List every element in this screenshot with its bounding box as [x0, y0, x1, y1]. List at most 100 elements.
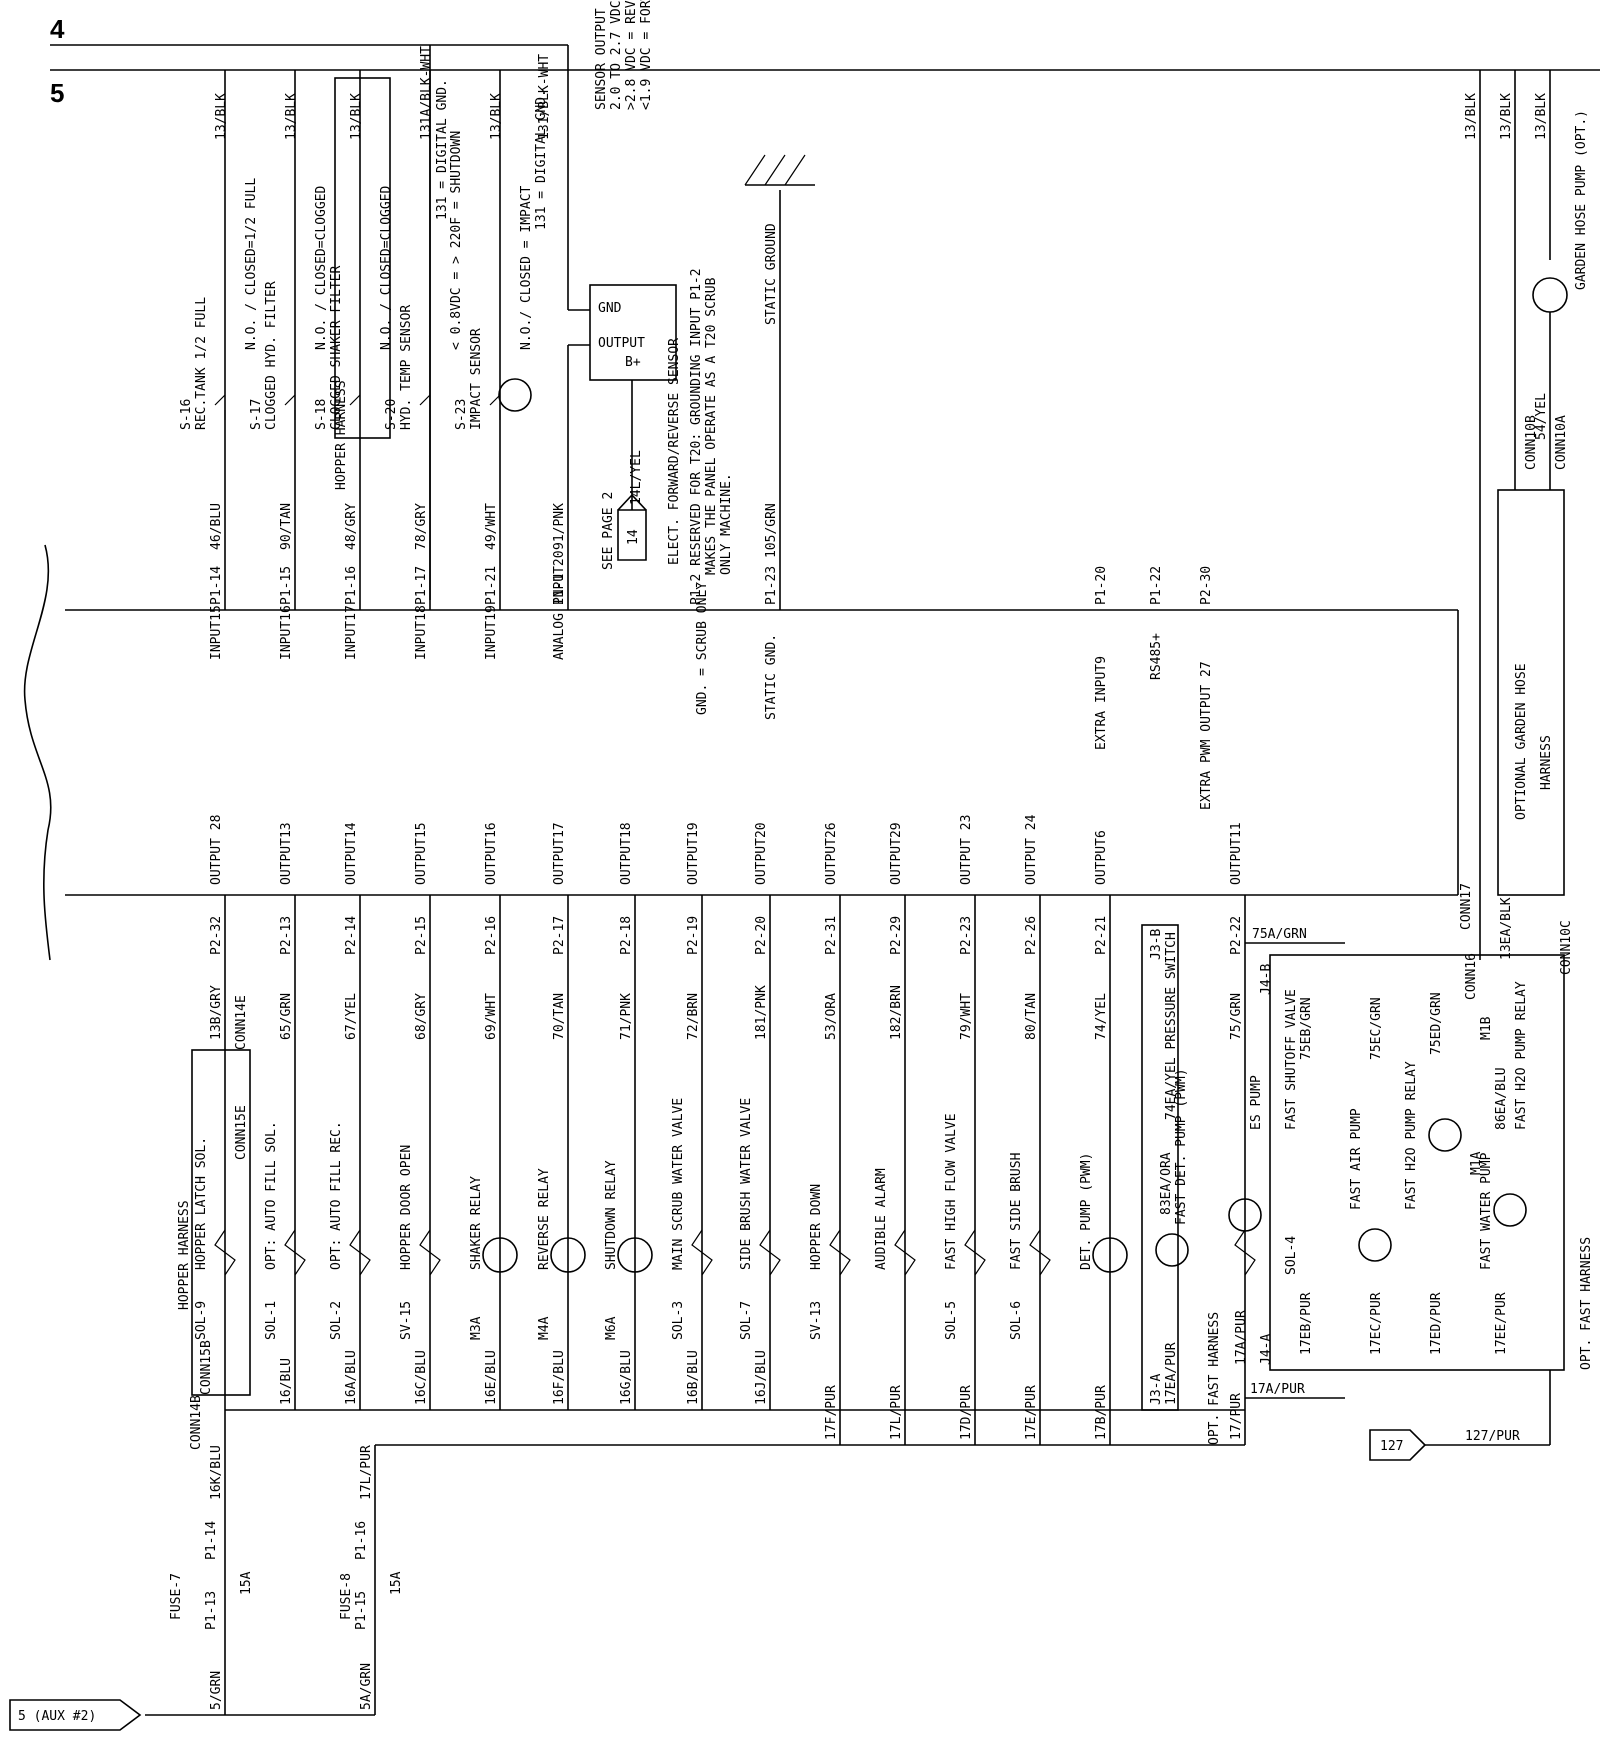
p123-label: P1-23 105/GRN [764, 503, 779, 605]
output-wire-top: 71/PNK [619, 993, 634, 1040]
wire-17ee-label: 17EE/PUR [1494, 1292, 1509, 1355]
hopper-harness-bottom-label: HOPPER HARNESS [177, 1200, 192, 1310]
input-pin: P1-21 [484, 566, 499, 605]
fast-h2o-relay-label: FAST H2O PUMP RELAY [1404, 1061, 1419, 1210]
p12-note-1: P1-2 RESERVED FOR T20: GROUNDING INPUT P… [689, 268, 704, 605]
output-id: OUTPUT 24 [1024, 814, 1039, 885]
wire-75eb-label: 75EB/GRN [1299, 997, 1314, 1060]
input-device: S-23 [454, 399, 469, 430]
switch-symbol [284, 394, 296, 420]
switch-symbol [489, 394, 501, 420]
output-device-name: DET. PUMP (PWM) [1079, 1153, 1094, 1270]
output-wire-top: 80/TAN [1024, 993, 1039, 1040]
extra-input9-label: EXTRA INPUT9 [1094, 656, 1109, 750]
output-device-name: SIDE BRUSH WATER VALVE [739, 1098, 754, 1270]
wire-127-label: 127/PUR [1465, 1429, 1520, 1444]
sensor-output-label: OUTPUT [598, 336, 645, 351]
output-wire-bottom: 16F/BLU [552, 1350, 567, 1405]
input-id: ANALOG INPUT20 [552, 550, 567, 660]
wire-5grn-label: 5/GRN [209, 1671, 224, 1710]
p230-label: P2-30 [1199, 566, 1214, 605]
conn14b-label: CONN14B [189, 1395, 204, 1450]
input-id: INPUT18 [414, 605, 429, 660]
output-pin: P2-22 [1229, 916, 1244, 955]
solenoid-icon [1234, 1229, 1256, 1276]
p122-label: P1-22 [1149, 566, 1164, 605]
output-wire-top: 68/GRY [414, 993, 429, 1040]
solenoid-icon [349, 1229, 371, 1276]
wire-17ec-label: 17EC/PUR [1369, 1292, 1384, 1355]
output-wire-bottom: 17/PUR [1229, 1393, 1244, 1440]
solenoid-icon [964, 1229, 986, 1276]
gnd-scrub-only: GND. = SCRUB ONLY [695, 582, 710, 715]
pump-motor-icon [1092, 1237, 1128, 1273]
output-id: OUTPUT 28 [209, 815, 224, 885]
wire-75ed-label: 75ED/GRN [1429, 992, 1444, 1055]
wire-13ea-label: 13EA/BLK [1499, 897, 1514, 960]
input-device-name: HYD. TEMP SENSOR [399, 305, 414, 430]
input-wire-label: 91/PNK [552, 503, 567, 550]
output-wire-top: 53/ORA [824, 993, 839, 1040]
see-page-label: SEE PAGE 2 [601, 492, 616, 570]
fast-det-pump-label: FAST DET. PUMP (PWM) [1174, 1068, 1189, 1225]
output-pin: P2-16 [484, 916, 499, 955]
static-ground-label: STATIC GROUND [764, 223, 779, 325]
opt-garden-label-1: OPTIONAL GARDEN HOSE [1514, 663, 1529, 820]
output-device-name: SHAKER RELAY [469, 1176, 484, 1270]
output-wire-bottom: 16/BLU [279, 1358, 294, 1405]
solenoid-icon [284, 1229, 306, 1276]
output-device-name: HOPPER DOWN [809, 1184, 824, 1270]
wire-14l: 14L/YEL [629, 450, 644, 505]
m1b-label: M1B [1479, 1016, 1494, 1040]
conn-127-label: 127 [1380, 1439, 1403, 1454]
output-device: SV-13 [809, 1301, 824, 1340]
pressure-switch-label: 74EA/YEL PRESSURE SWITCH [1164, 932, 1179, 1120]
j4b-label: J4-B [1259, 964, 1274, 995]
input-wire-label: 90/TAN [279, 503, 294, 550]
output-wire-bottom: 16J/BLU [754, 1350, 769, 1405]
input-device: S-16 [179, 399, 194, 430]
output-wire-top: 67/YEL [344, 993, 359, 1040]
output-id: OUTPUT29 [889, 822, 904, 885]
solenoid-icon [691, 1229, 713, 1276]
input-gnd: 13/BLK [489, 93, 504, 140]
output-pin: P2-15 [414, 916, 429, 955]
hopper-harness-label: HOPPER HARNESS [334, 380, 349, 490]
output-wire-bottom: 17E/PUR [1024, 1385, 1039, 1440]
section-number-5: 5 [50, 78, 64, 108]
output-id: OUTPUT20 [754, 822, 769, 885]
wire-17l-label: 17L/PUR [359, 1445, 374, 1500]
fuse8-label: FUSE-8 [339, 1573, 354, 1620]
conn16-label: CONN16 [1464, 953, 1479, 1000]
input-pin: P1-16 [344, 566, 359, 605]
output-device-name: MAIN SCRUB WATER VALVE [671, 1098, 686, 1270]
ground-hatch-2 [764, 154, 786, 186]
conn14e-label: CONN14E [234, 995, 249, 1050]
input-wire-label: 46/BLU [209, 503, 224, 550]
aux2-label: 5 (AUX #2) [18, 1709, 96, 1724]
optional-garden-hose-harness-box [1497, 489, 1565, 896]
input-id: INPUT17 [344, 605, 359, 660]
output-device: SV-15 [399, 1301, 414, 1340]
output-pin: P2-26 [1024, 916, 1039, 955]
hopper-latch-harness-box [191, 1049, 251, 1396]
hopper-harness-box [334, 77, 391, 439]
output-pin: P2-31 [824, 916, 839, 955]
input-note: N.O. / CLOSED=CLOGGED [379, 185, 394, 350]
fast-air-pump-label: FAST AIR PUMP [1349, 1108, 1364, 1210]
output-wire-bottom: 16G/BLU [619, 1350, 634, 1405]
fuse8-pin-b: P1-16 [354, 1521, 369, 1560]
input-device: S-18 [314, 399, 329, 430]
j3a-label: J3-A [1149, 1374, 1164, 1405]
fuse8-amp: 15A [389, 1571, 404, 1595]
aux2-connector [9, 1699, 142, 1731]
